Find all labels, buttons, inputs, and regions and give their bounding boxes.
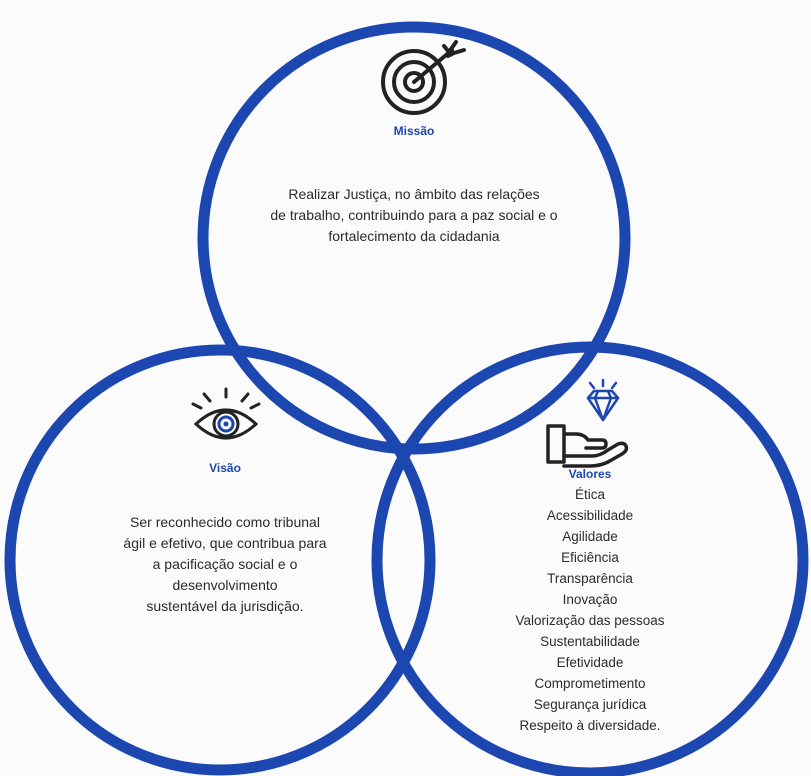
visao-line: desenvolvimento <box>172 577 278 593</box>
missao-text: Realizar Justiça, no âmbito das relações… <box>234 184 594 247</box>
value-item: Acessibilidade <box>546 508 634 523</box>
missao-title: Missão <box>393 124 435 138</box>
value-item: Efetividade <box>556 655 624 670</box>
visao-circle <box>4 344 436 776</box>
valores-title: Valores <box>568 467 612 481</box>
value-item: Comprometimento <box>534 676 646 691</box>
diamond-icon <box>586 378 620 422</box>
value-item: Inovação <box>562 592 618 607</box>
value-item: Eficiência <box>561 550 619 565</box>
visao-title: Visão <box>209 461 241 475</box>
eye-icon <box>191 387 261 440</box>
missao-line: Realizar Justiça, no âmbito das relações <box>288 186 540 202</box>
value-item: Ética <box>574 487 605 502</box>
value-item: Agilidade <box>562 529 618 544</box>
valores-list: Ética Acessibilidade Agilidade Eficiênci… <box>470 484 710 736</box>
value-item: Transparência <box>547 571 633 586</box>
visao-line: Ser reconhecido como tribunal <box>130 514 320 530</box>
value-item: Sustentabilidade <box>540 634 640 649</box>
target-arrow-icon <box>381 40 466 115</box>
missao-line: de trabalho, contribuindo para a paz soc… <box>270 207 558 223</box>
valores-circle <box>371 341 809 776</box>
visao-text: Ser reconhecido como tribunal ágil e efe… <box>70 512 380 617</box>
missao-line: fortalecimento da cidadania <box>328 228 500 244</box>
value-item: Valorização das pessoas <box>515 613 665 628</box>
visao-line: a pacificação social e o <box>152 556 298 572</box>
value-item: Respeito à diversidade. <box>519 718 661 733</box>
visao-line: ágil e efetivo, que contribua para <box>123 535 327 551</box>
visao-line: sustentável da jurisdição. <box>146 598 304 614</box>
hand-icon <box>546 424 629 468</box>
value-item: Segurança jurídica <box>533 697 647 712</box>
